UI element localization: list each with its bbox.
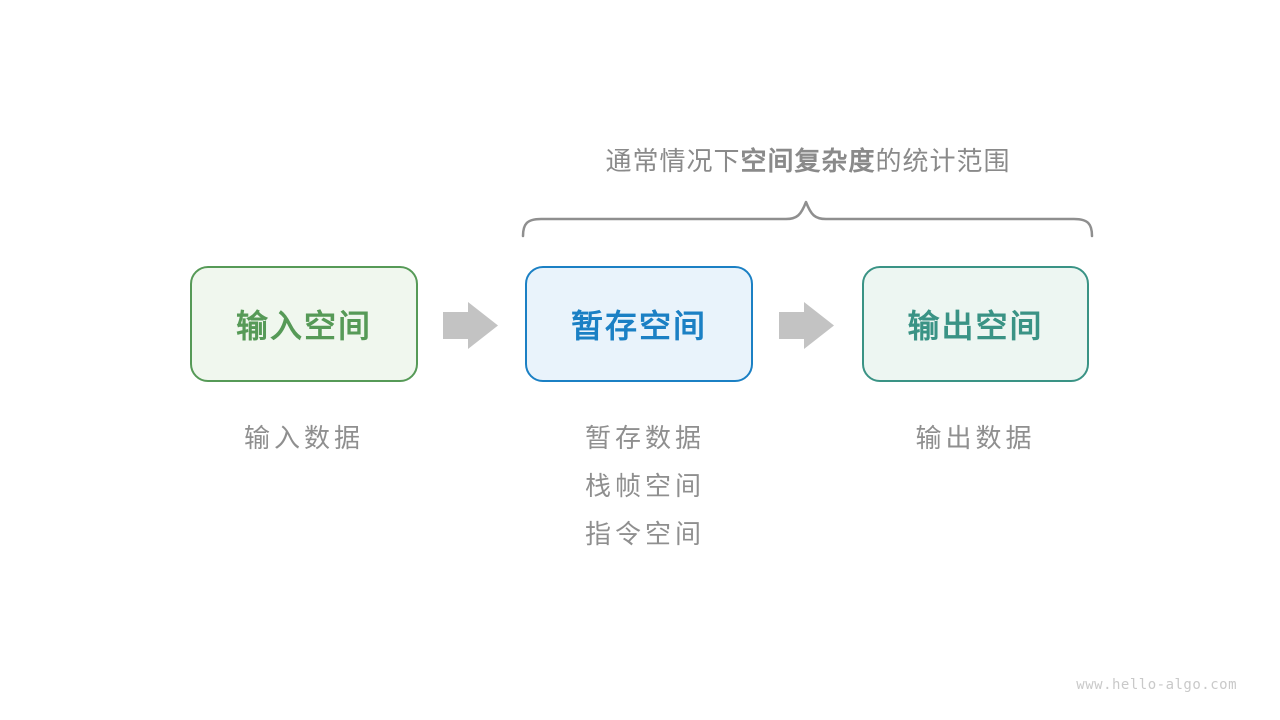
node-temp-space-label: 暂存空间: [570, 308, 707, 344]
node-input-space-label: 输入空间: [235, 308, 372, 344]
arrow-right-icon: [779, 302, 834, 349]
node-temp-space: 暂存空间: [525, 266, 753, 382]
scope-caption-suffix: 的统计范围: [875, 146, 1011, 176]
output-space-notes: 输出数据: [862, 414, 1089, 462]
watermark: www.hello-algo.com: [1076, 677, 1237, 693]
scope-caption: 通常情况下空间复杂度的统计范围: [523, 144, 1093, 178]
scope-caption-prefix: 通常情况下: [605, 146, 741, 176]
scope-caption-bold: 空间复杂度: [740, 146, 876, 176]
curly-brace: [521, 200, 1094, 238]
arrow-right-icon: [443, 302, 498, 349]
temp-space-notes: 暂存数据 栈帧空间 指令空间: [585, 414, 705, 558]
node-output-space-label: 输出空间: [907, 308, 1044, 344]
node-output-space: 输出空间: [862, 266, 1089, 382]
input-space-notes: 输入数据: [190, 414, 418, 462]
note-line: 输入数据: [243, 423, 364, 453]
note-line: 输出数据: [915, 423, 1036, 453]
node-input-space: 输入空间: [190, 266, 418, 382]
note-line: 指令空间: [585, 519, 706, 549]
note-line: 栈帧空间: [585, 471, 706, 501]
note-line: 暂存数据: [585, 423, 706, 453]
